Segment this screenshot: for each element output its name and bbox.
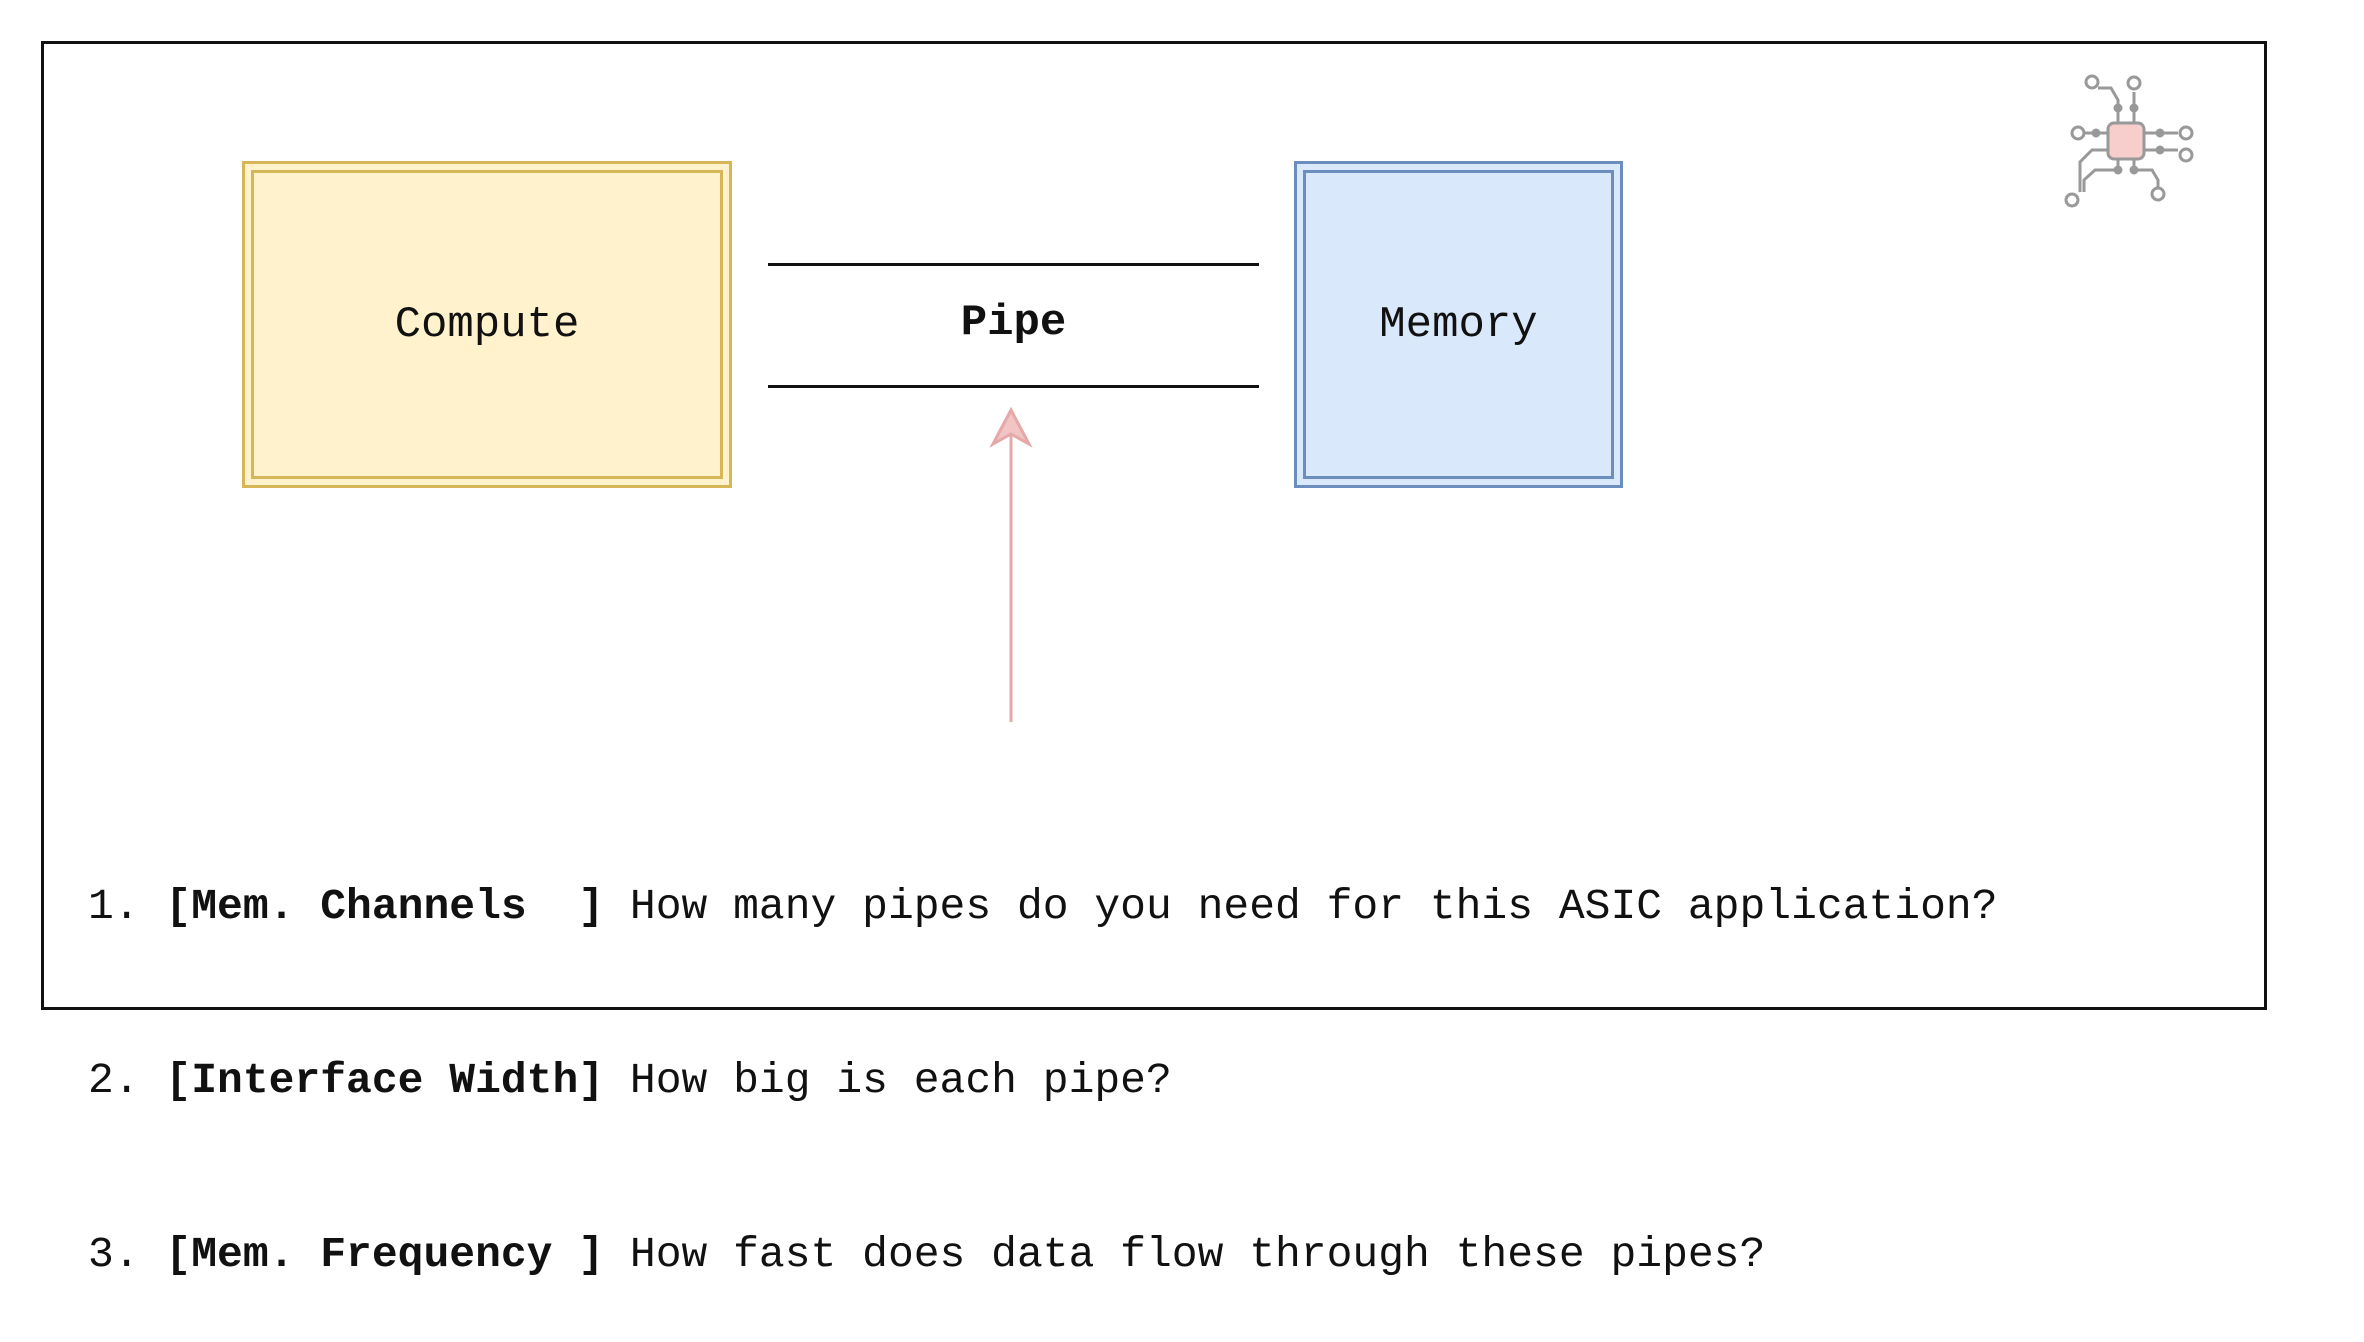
diagram-graphics — [242, 74, 2194, 722]
question-text: How many pipes do you need for this ASIC… — [604, 882, 1998, 931]
pipe-arrow — [989, 406, 1033, 722]
compute-box-border — [242, 161, 732, 488]
question-text: How fast does data flow through these pi… — [604, 1230, 1766, 1279]
compute-label: Compute — [394, 299, 580, 350]
question-list: 1. [Mem. Channels ] How many pipes do yo… — [88, 762, 1998, 1342]
diagram-frame — [41, 41, 2267, 1010]
memory-box-border — [1294, 161, 1623, 488]
pipe-label: Pipe — [960, 298, 1067, 348]
question-number: 1. — [88, 882, 166, 931]
pipe-bottom-line — [768, 385, 1259, 388]
question-number: 3. — [88, 1230, 166, 1279]
memory-box: Memory — [1294, 161, 1623, 488]
memory-label: Memory — [1379, 299, 1538, 350]
pipe-top-line — [768, 263, 1259, 266]
question-key: [Mem. Frequency ] — [165, 1230, 605, 1279]
question-item: 1. [Mem. Channels ] How many pipes do yo… — [88, 878, 1998, 936]
question-item: 3. [Mem. Frequency ] How fast does data … — [88, 1226, 1998, 1284]
chip-icon — [2064, 74, 2194, 208]
question-key: [Mem. Channels ] — [165, 882, 605, 931]
question-text: How big is each pipe? — [604, 1056, 1172, 1105]
question-item: 2. [Interface Width] How big is each pip… — [88, 1052, 1998, 1110]
compute-box: Compute — [242, 161, 732, 488]
question-number: 2. — [88, 1056, 166, 1105]
question-key: [Interface Width] — [165, 1056, 605, 1105]
